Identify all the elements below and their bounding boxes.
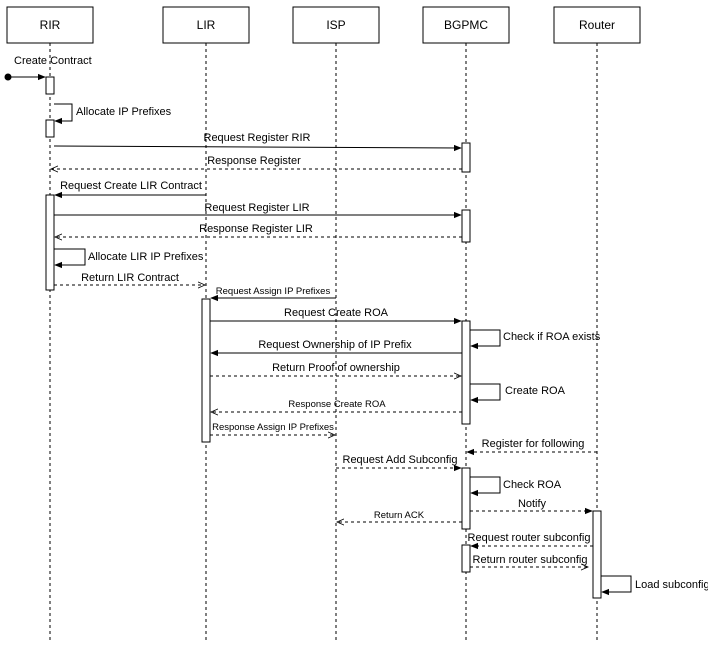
message-notify: Notify	[470, 498, 593, 515]
participant-label-router: Router	[579, 18, 615, 32]
label-response-register: Response Register	[207, 155, 301, 167]
activations	[45, 76, 602, 599]
message-request-add-subconfig: Request Add Subconfig	[336, 454, 462, 472]
activation-bgpmc-2	[461, 209, 471, 243]
label-response-create-roa: Response Create ROA	[288, 399, 386, 410]
message-register-for-following: Register for following	[466, 438, 597, 456]
activation-bgpmc-3	[461, 320, 471, 425]
label-return-proof-of-ownership: Return Proof of ownership	[272, 362, 400, 374]
participant-label-bgpmc: BGPMC	[444, 18, 488, 32]
label-check-roa: Check ROA	[503, 479, 562, 491]
label-request-register-lir: Request Register LIR	[204, 202, 309, 214]
participant-label-lir: LIR	[197, 18, 216, 32]
message-return-router-subconfig: Return router subconfig	[470, 554, 588, 567]
participant-bgpmc: BGPMC	[422, 6, 510, 44]
participant-label-rir: RIR	[40, 18, 61, 32]
activation-rir-2	[45, 119, 55, 138]
message-request-create-lir-contract: Request Create LIR Contract	[54, 180, 206, 199]
message-request-ownership-of-ip-prefix: Request Ownership of IP Prefix	[210, 339, 462, 357]
message-load-subconfig: Load subconfig	[601, 575, 708, 596]
message-return-proof-of-ownership: Return Proof of ownership	[210, 362, 461, 376]
participant-label-isp: ISP	[326, 18, 345, 32]
participant-isp: ISP	[292, 6, 380, 44]
message-request-register-lir: Request Register LIR	[54, 202, 462, 219]
label-register-for-following: Register for following	[482, 438, 585, 450]
label-request-create-lir-contract: Request Create LIR Contract	[60, 180, 202, 192]
message-return-ack: Return ACK	[337, 510, 462, 522]
participant-router: Router	[553, 6, 641, 44]
label-request-router-subconfig: Request router subconfig	[468, 532, 591, 544]
activation-bgpmc-1	[461, 142, 471, 173]
message-create-roa: Create ROA	[470, 383, 566, 404]
label-request-assign-ip-prefixes: Request Assign IP Prefixes	[216, 286, 331, 297]
label-allocate-lir-ip-prefixes: Allocate LIR IP Prefixes	[88, 251, 204, 263]
message-response-assign-ip-prefixes: Response Assign IP Prefixes	[210, 422, 335, 435]
message-check-if-roa-exists: Check if ROA exists	[470, 329, 601, 350]
activation-rir-3	[45, 194, 55, 291]
label-response-assign-ip-prefixes: Response Assign IP Prefixes	[212, 422, 334, 433]
message-response-register-lir: Response Register LIR	[55, 223, 462, 237]
label-create-roa: Create ROA	[505, 385, 566, 397]
activation-rir-1	[45, 76, 55, 95]
activation-router-1	[592, 510, 602, 599]
label-load-subconfig: Load subconfig	[635, 579, 708, 591]
message-check-roa: Check ROA	[470, 476, 562, 497]
message-request-router-subconfig: Request router subconfig	[468, 532, 593, 550]
activation-bgpmc-5	[461, 544, 471, 573]
message-allocate-ip-prefixes: Allocate IP Prefixes	[54, 103, 172, 125]
message-create-contract: Create Contract	[4, 55, 92, 81]
label-create-contract: Create Contract	[14, 55, 92, 67]
label-return-ack: Return ACK	[374, 510, 425, 521]
label-allocate-ip-prefixes: Allocate IP Prefixes	[76, 106, 172, 118]
message-response-register: Response Register	[51, 155, 462, 169]
message-allocate-lir-ip-prefixes: Allocate LIR IP Prefixes	[54, 248, 204, 269]
participant-rir: RIR	[6, 6, 94, 44]
label-notify: Notify	[518, 498, 547, 510]
label-request-add-subconfig: Request Add Subconfig	[343, 454, 458, 466]
message-response-create-roa: Response Create ROA	[211, 399, 462, 412]
message-return-lir-contract: Return LIR Contract	[54, 272, 205, 285]
label-request-register-rir: Request Register RIR	[204, 132, 311, 144]
message-request-create-roa: Request Create ROA	[210, 307, 462, 325]
message-request-assign-ip-prefixes: Request Assign IP Prefixes	[210, 286, 336, 302]
label-return-router-subconfig: Return router subconfig	[473, 554, 588, 566]
label-request-create-roa: Request Create ROA	[284, 307, 389, 319]
label-request-ownership-of-ip-prefix: Request Ownership of IP Prefix	[258, 339, 412, 351]
label-response-register-lir: Response Register LIR	[199, 223, 313, 235]
label-check-if-roa-exists: Check if ROA exists	[503, 331, 601, 343]
activation-lir-1	[201, 298, 211, 443]
message-request-register-rir: Request Register RIR	[53, 132, 462, 152]
participant-lir: LIR	[162, 6, 250, 44]
activation-bgpmc-4	[461, 467, 471, 530]
label-return-lir-contract: Return LIR Contract	[81, 272, 179, 284]
